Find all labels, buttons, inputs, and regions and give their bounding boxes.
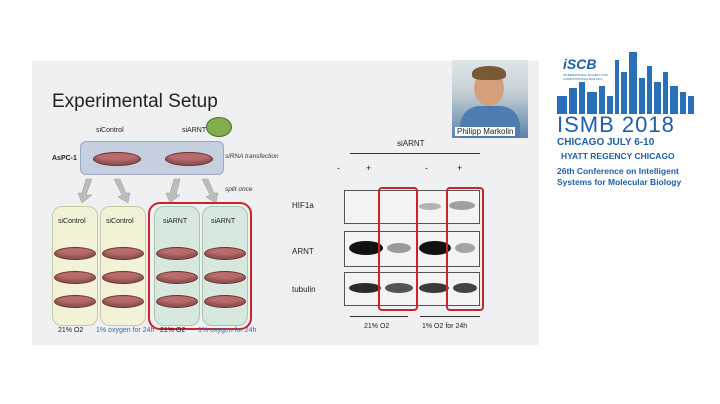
siarnt-highlight-box [148,202,252,330]
dish-siarnt [165,152,213,166]
speaker-photo [452,60,528,138]
split-arrows [77,178,219,204]
blot-highlight-2 [446,187,484,311]
header-divider [350,153,480,154]
dish [102,247,144,260]
blot-tubulin [344,272,480,306]
speaker-name: Philipp Markolin [455,127,516,136]
bottom-label-2: 1% oxygen for 24h [96,327,155,334]
cell-line-panel [80,141,224,175]
dish [54,295,96,308]
sign-4: + [457,163,463,173]
slide-title: Experimental Setup [52,91,218,112]
dish [156,295,198,308]
dish [156,247,198,260]
sign-2: + [366,163,372,173]
dish [204,247,246,260]
dish [204,271,246,284]
row-label-hif1a: HIF1a [292,201,314,210]
bottom-label-4: 1% oxygen for 24h [198,327,257,334]
split-label: split once [225,186,253,193]
bottom-label-3: 21% O2 [160,327,186,334]
blot-header: siARNT [397,139,425,148]
blot-arnt [344,231,480,267]
blot-hif1a [344,190,480,224]
conference-venue: HYATT REGENCY CHICAGO [561,151,675,161]
row-label-tubulin: tubulin [292,285,316,294]
column-label-4: siARNT [211,218,236,225]
dish [102,295,144,308]
dish [204,295,246,308]
row-label: AsPC-1 [52,155,77,162]
blot-bottom-label-1: 21% O2 [364,323,390,330]
dish [54,271,96,284]
conference-name: ISMB 2018 [557,112,675,137]
bottom-label-1: 21% O2 [58,327,84,334]
iscb-logo: iSCB [563,56,597,72]
conference-branding: iSCB INTERNATIONAL SOCIETY FOR COMPUTATI… [557,52,707,202]
sirna-icon [206,117,232,137]
blot-bottom-label-2: 1% O2 for 24h [422,323,468,330]
column-label-3: siARNT [163,218,188,225]
iscb-logo-subtext: INTERNATIONAL SOCIETY FOR COMPUTATIONAL … [563,73,608,81]
bottom-divider-1 [350,316,408,317]
transfection-label: siRNA transfection [225,153,279,160]
dish [102,271,144,284]
row-label-arnt: ARNT [292,247,314,256]
sign-1: - [337,163,340,173]
conference-tagline-1: 26th Conference on Intelligent [557,166,679,176]
sign-3: - [425,163,428,173]
dish [156,271,198,284]
dish-sicontrol [93,152,141,166]
conference-city-dates: CHICAGO JULY 6-10 [557,137,655,148]
bottom-divider-2 [420,316,480,317]
blot-highlight-1 [378,187,418,311]
column-label-2: siControl [106,218,134,225]
column-label-1: siControl [58,218,86,225]
dish [54,247,96,260]
top-label-sicontrol: siControl [96,127,124,134]
hair [472,66,506,80]
conference-tagline-2: Systems for Molecular Biology [557,177,682,187]
top-label-siarnt: siARNT [182,127,207,134]
